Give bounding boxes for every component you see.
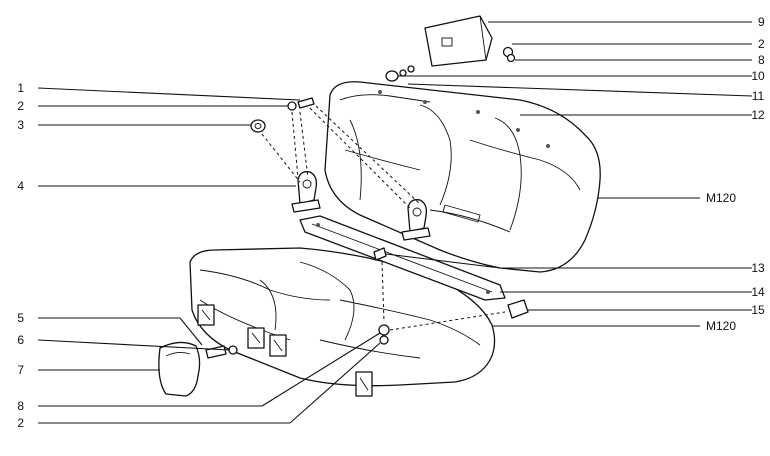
cap-7	[158, 341, 201, 397]
nut-8-lower	[378, 324, 390, 345]
callout-3: 3	[17, 118, 24, 132]
callout-7: 7	[17, 363, 24, 377]
hinge-bracket-left	[291, 171, 321, 213]
leader-lines	[37, 21, 753, 424]
seat-cushion	[189, 247, 496, 397]
small-bolt-13	[373, 247, 387, 261]
assembly-guides	[261, 105, 506, 331]
callout-14: 14	[751, 285, 765, 299]
washer-3	[250, 119, 266, 133]
callout-2-right: 2	[758, 37, 765, 51]
cover-9	[424, 15, 493, 67]
callouts-left: 1 2 3 4 5 6 7 8 2	[17, 81, 24, 430]
callout-12: 12	[751, 108, 765, 122]
callout-13: 13	[751, 261, 765, 275]
callout-6: 6	[17, 333, 24, 347]
callout-1: 1	[17, 81, 24, 95]
callout-11: 11	[752, 89, 765, 103]
callout-m120-lower: M120	[706, 319, 736, 333]
callout-m120-upper: M120	[706, 191, 736, 205]
cross-bracket	[299, 215, 506, 301]
nut-8-upper	[502, 46, 516, 63]
bolt-1	[287, 97, 315, 111]
callout-8-right: 8	[758, 53, 765, 67]
callout-4: 4	[17, 179, 24, 193]
callout-2: 2	[17, 99, 24, 113]
callout-10: 10	[751, 69, 765, 83]
callout-8: 8	[17, 399, 24, 413]
callout-9: 9	[758, 15, 765, 29]
latch-15	[507, 299, 529, 319]
callout-2-lower: 2	[17, 416, 24, 430]
washer-10	[385, 65, 415, 82]
callout-5: 5	[17, 311, 24, 325]
seat-back	[324, 81, 601, 273]
bolt-6	[205, 345, 238, 359]
callouts-right: 9 2 8 10 11 12 M120 13 14 15 M120	[706, 15, 765, 333]
callout-15: 15	[751, 303, 765, 317]
hinge-bracket-right	[401, 199, 431, 241]
